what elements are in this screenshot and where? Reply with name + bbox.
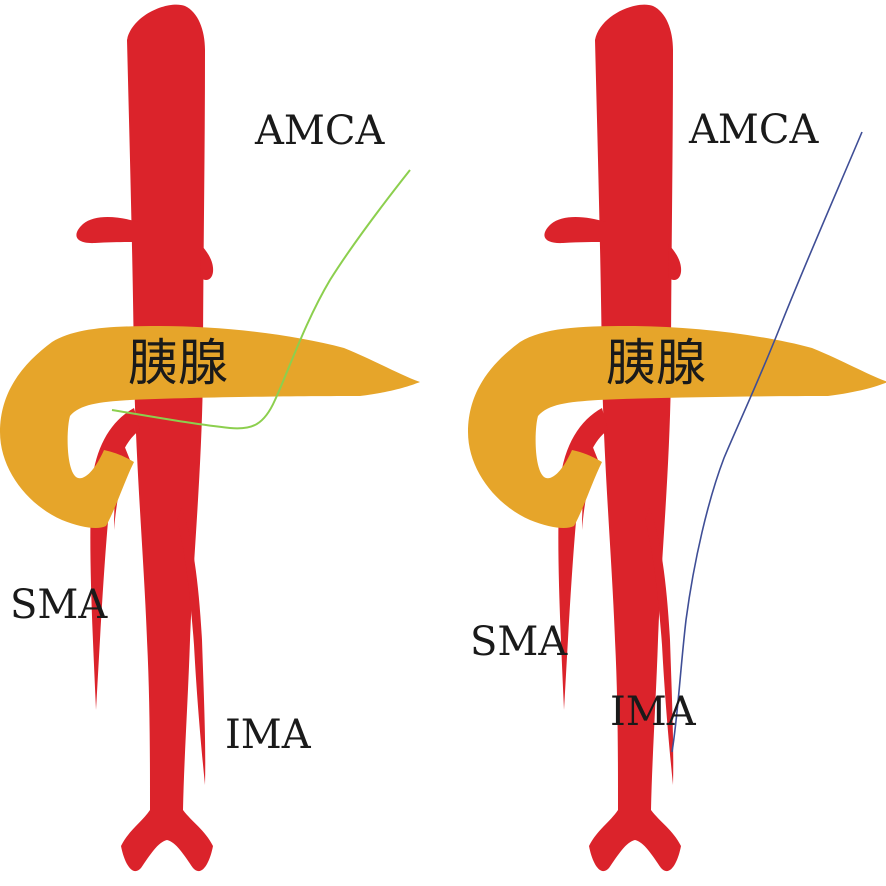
left-label-ima: IMA	[225, 712, 312, 758]
right-label-sma: SMA	[470, 619, 568, 665]
right-label-amca: AMCA	[688, 107, 819, 153]
right-guidewire	[671, 131, 863, 753]
left-label-amca: AMCA	[254, 108, 385, 154]
left-aorta	[76, 4, 214, 872]
right-panel: AMCA 胰腺 SMA IMA	[468, 4, 886, 872]
left-panel: AMCA 胰腺 SMA IMA	[0, 4, 420, 872]
left-label-pancreas: 胰腺	[128, 334, 228, 392]
right-label-pancreas: 胰腺	[606, 334, 706, 392]
right-aorta	[544, 4, 682, 872]
right-label-ima: IMA	[610, 689, 697, 735]
left-label-sma: SMA	[10, 582, 108, 628]
left-guidewire	[111, 169, 411, 430]
